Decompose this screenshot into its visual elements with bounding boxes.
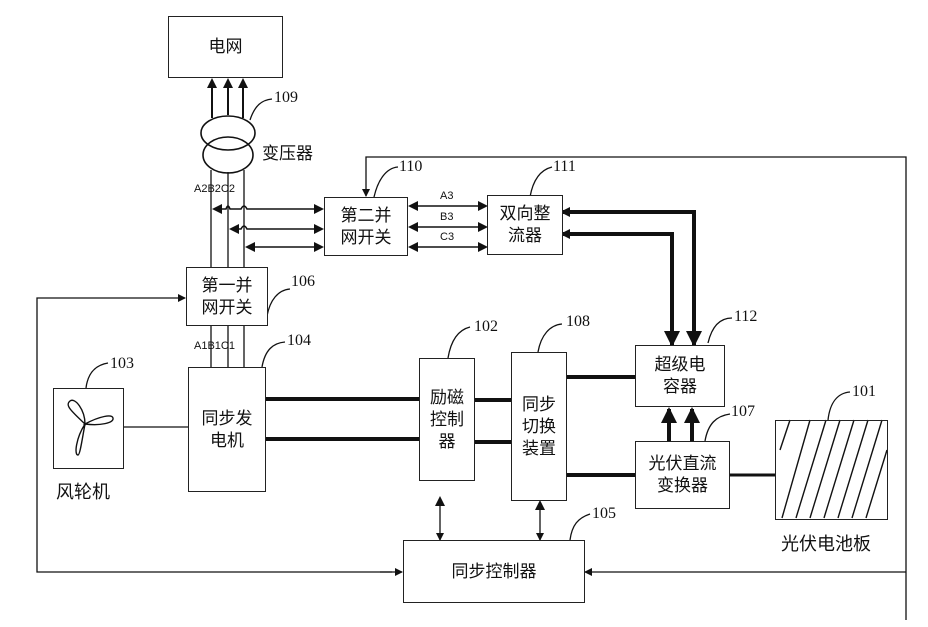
ref-leader-109 (250, 99, 272, 120)
pvconv-ref: 107 (731, 403, 755, 421)
ref-leader-103 (86, 363, 108, 388)
exciter-label-line3: 器 (439, 431, 456, 453)
wind-turbine-label: 风轮机 (56, 478, 110, 504)
controllers-to-sync-controller-lines (440, 498, 540, 540)
rectifier-label-line1: 双向整 (500, 203, 551, 225)
ref-leader-105 (570, 514, 590, 540)
ref-leader-111 (530, 167, 552, 197)
syncswitch-label-line2: 切换 (522, 416, 556, 438)
transformer-to-grid-arrows (212, 80, 243, 118)
phase-label-a3: A3 (440, 190, 453, 202)
second-switch-ref: 110 (399, 158, 422, 176)
ref-leader-110 (374, 167, 398, 197)
syncswitch-ref: 108 (566, 313, 590, 331)
wind-turbine-block (53, 388, 124, 469)
exciter-ref: 102 (474, 318, 498, 336)
ref-leader-102 (448, 327, 470, 358)
first-switch-ref: 106 (291, 273, 315, 291)
pv-panel-ref: 101 (852, 383, 876, 401)
second-switch-label-line2: 网开关 (341, 227, 392, 249)
pvconverter-to-supercap-arrows (669, 409, 692, 441)
grid-label: 电网 (209, 36, 243, 58)
rectifier-ref: 111 (553, 158, 576, 176)
transformer-icon (201, 116, 255, 173)
sync-controller-ref: 105 (592, 505, 616, 523)
first-switch-label-line2: 网开关 (202, 297, 253, 319)
syncswitch-label-line3: 装置 (522, 438, 556, 460)
pv-dc-converter-block: 光伏直流 变换器 (635, 441, 730, 509)
exciter-to-syncswitch-lines (475, 400, 511, 442)
first-grid-switch-block: 第一并 网开关 (186, 267, 268, 326)
exciter-label-line2: 控制 (430, 409, 464, 431)
supercap-ref: 112 (734, 308, 757, 326)
phase-label-a1b1c1: A1B1C1 (194, 340, 235, 352)
generator-ref: 104 (287, 332, 311, 350)
grid-block: 电网 (168, 16, 283, 78)
second-grid-switch-block: 第二并 网开关 (324, 197, 408, 256)
transformer-ref: 109 (274, 89, 298, 107)
generator-to-exciter-lines (265, 399, 419, 439)
bidirectional-rectifier-block: 双向整 流器 (487, 195, 563, 255)
ref-leader-101 (828, 392, 850, 420)
phase-label-c3: C3 (440, 231, 454, 243)
pv-panel-label: 光伏电池板 (781, 530, 871, 556)
sync-switching-device-block: 同步 切换 装置 (511, 352, 567, 501)
pvconv-label-line2: 变换器 (657, 475, 708, 497)
ref-leader-104 (262, 342, 285, 367)
ref-leader-108 (538, 324, 562, 352)
syncswitch-label-line1: 同步 (522, 394, 556, 416)
exciter-label-line1: 励磁 (430, 387, 464, 409)
generator-label-line2: 电机 (210, 430, 244, 452)
sync-controller-label: 同步控制器 (452, 561, 537, 583)
excitation-controller-block: 励磁 控制 器 (419, 358, 475, 481)
synchronous-controller-block: 同步控制器 (403, 540, 585, 603)
pv-panel-block (775, 420, 888, 520)
second-switch-label-line1: 第二并 (341, 205, 392, 227)
pvconv-label-line1: 光伏直流 (649, 453, 717, 475)
phase-label-b3: B3 (440, 211, 453, 223)
ref-leader-112 (708, 318, 732, 343)
transformer-label: 变压器 (262, 139, 313, 164)
generator-label-line1: 同步发 (202, 408, 253, 430)
supercap-label-line2: 容器 (663, 376, 697, 398)
bus-to-switch110-lines (214, 206, 322, 247)
supercap-label-line1: 超级电 (655, 354, 706, 376)
phase-label-a2b2c2: A2B2C2 (194, 183, 235, 195)
synchronous-generator-block: 同步发 电机 (188, 367, 266, 492)
supercapacitor-block: 超级电 容器 (635, 345, 725, 407)
ref-leader-107 (705, 414, 730, 441)
first-switch-label-line1: 第一并 (202, 275, 253, 297)
wind-turbine-ref: 103 (110, 355, 134, 373)
rectifier-label-line2: 流器 (508, 225, 542, 247)
ref-leader-106 (267, 289, 290, 316)
syncswitch-to-storage-lines (567, 377, 635, 475)
